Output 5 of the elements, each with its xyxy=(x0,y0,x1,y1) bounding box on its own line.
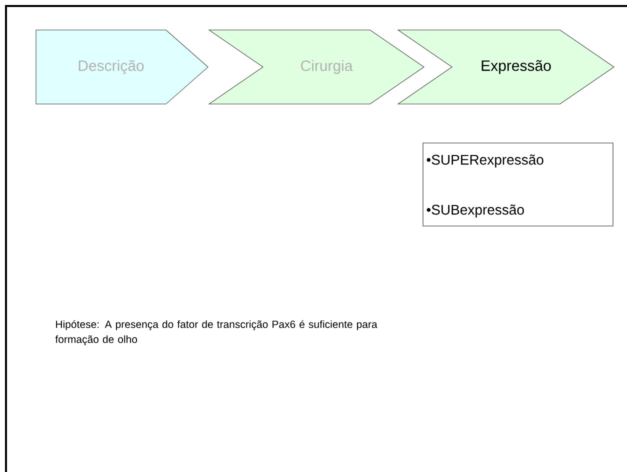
chevron-step: Cirurgia xyxy=(208,30,424,104)
bullet-list-box: •SUPERexpressão •SUBexpressão xyxy=(422,142,614,226)
chevron-step: Expressão xyxy=(398,30,614,104)
chevron-step: Descrição xyxy=(36,30,208,104)
hypothesis-text: Hipótese: A presença do fator de transcrição Pax6 é suficiente para formação de olho xyxy=(55,320,378,346)
